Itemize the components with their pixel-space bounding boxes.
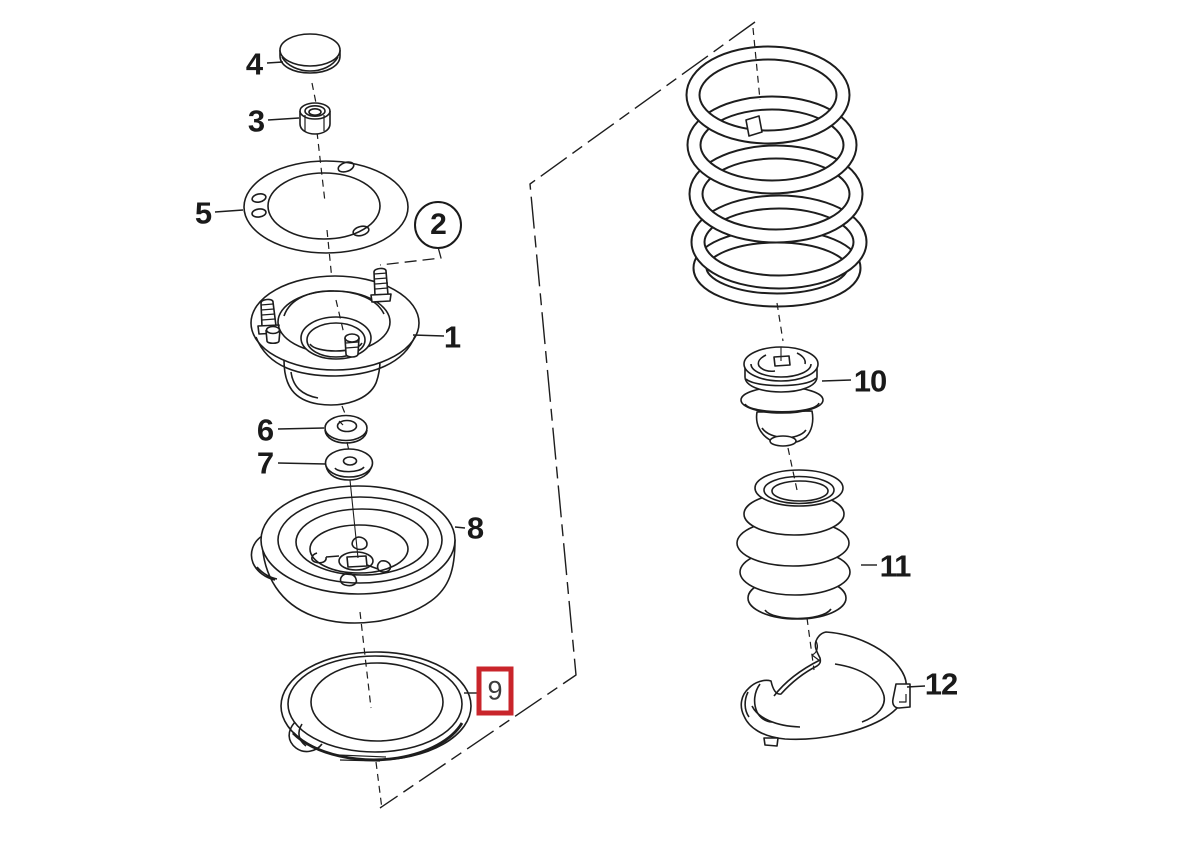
part-10-bump-stop bbox=[740, 346, 824, 447]
part-label-7[interactable]: 7 bbox=[256, 445, 274, 481]
divider-line bbox=[379, 21, 756, 809]
axis-line bbox=[335, 299, 347, 417]
axis-line bbox=[359, 611, 383, 810]
part-label-9-highlight-box[interactable]: 9 bbox=[476, 666, 514, 716]
part-label-2[interactable]: 2 bbox=[414, 201, 462, 249]
part-label-10[interactable]: 10 bbox=[853, 363, 887, 399]
part-11-dust-boot bbox=[736, 469, 851, 620]
part-label-6[interactable]: 6 bbox=[256, 412, 274, 448]
part-7-washer bbox=[324, 448, 374, 481]
axis-line bbox=[752, 27, 784, 342]
part-4-cap bbox=[279, 33, 341, 74]
part-12-lower-spring-pad bbox=[740, 631, 911, 747]
leader-line-2 bbox=[379, 246, 442, 266]
part-3-nut bbox=[299, 102, 331, 135]
part-label-8[interactable]: 8 bbox=[466, 510, 484, 546]
part-label-11[interactable]: 11 bbox=[879, 548, 912, 584]
coil-spring bbox=[685, 45, 868, 308]
part-label-3[interactable]: 3 bbox=[247, 103, 265, 139]
part-5-gasket-ring bbox=[243, 160, 409, 254]
part-label-5[interactable]: 5 bbox=[194, 195, 212, 231]
axis-line bbox=[349, 479, 359, 559]
axis-line bbox=[346, 441, 350, 452]
part-6-washer bbox=[324, 414, 368, 444]
part-9-spring-pad bbox=[280, 651, 472, 762]
part-1-strut-support-bearing bbox=[250, 267, 420, 406]
axis-line bbox=[806, 617, 815, 671]
part-8-upper-spring-plate bbox=[250, 485, 456, 624]
part-label-12[interactable]: 12 bbox=[924, 666, 958, 702]
part-label-1[interactable]: 1 bbox=[443, 319, 461, 355]
part-label-4[interactable]: 4 bbox=[245, 46, 263, 82]
leader-lines bbox=[214, 61, 926, 694]
